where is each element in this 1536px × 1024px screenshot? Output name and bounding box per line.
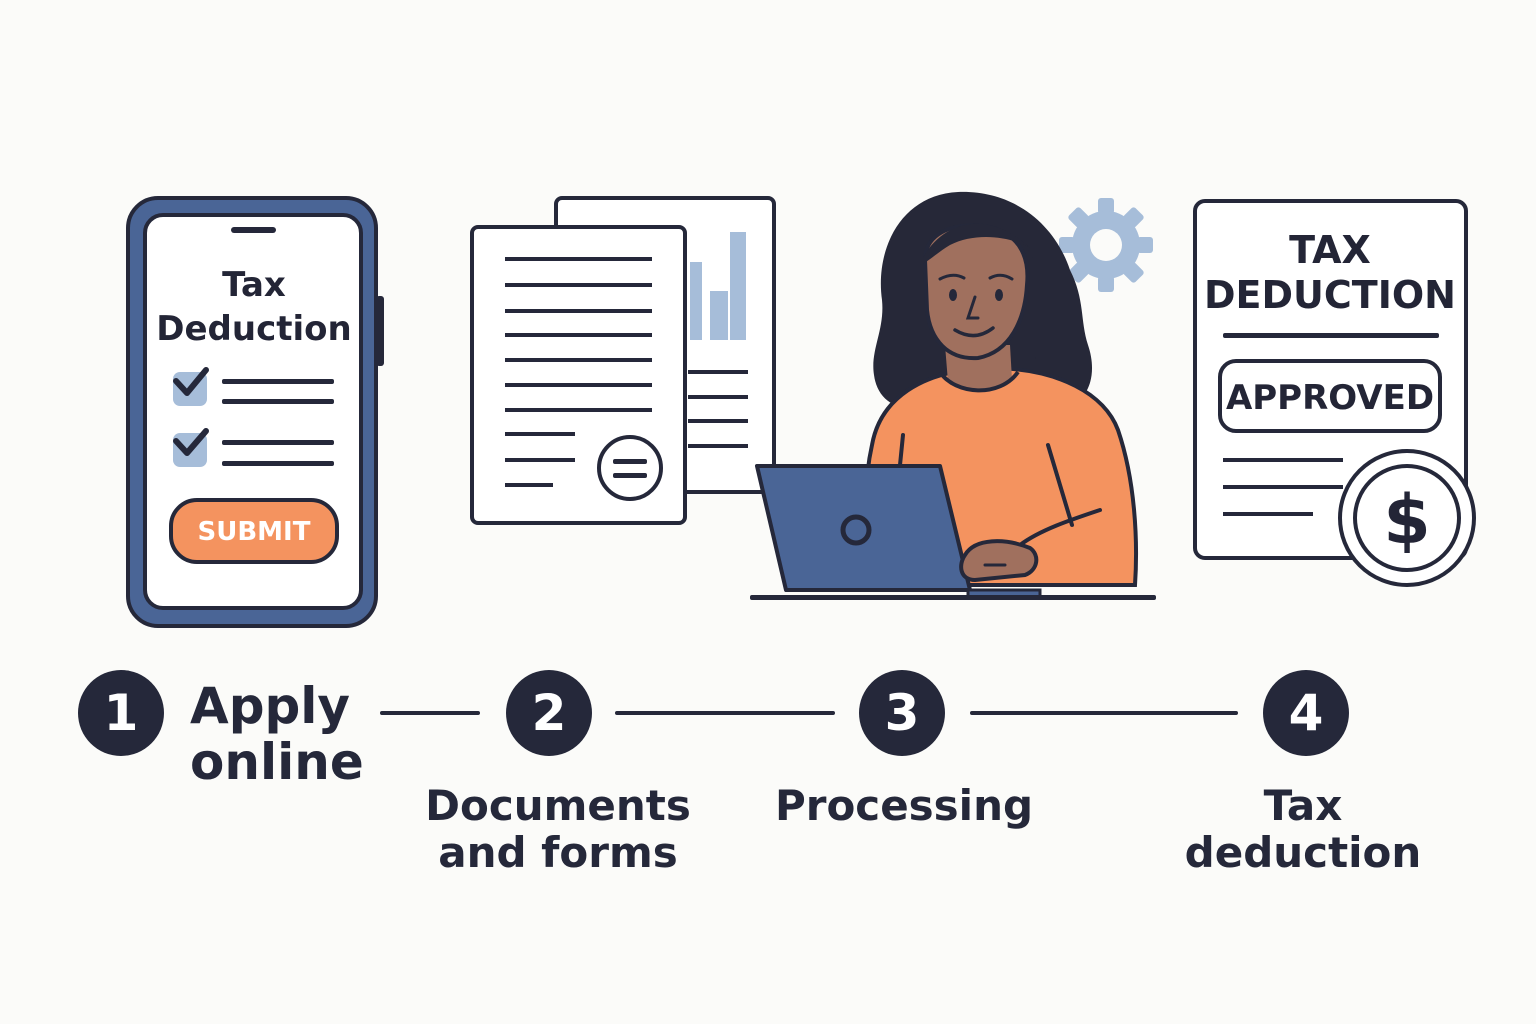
desk-line: [750, 595, 1156, 600]
connector-line-2: [615, 711, 835, 715]
checkbox-icon: [173, 367, 209, 406]
checkbox-icon: [173, 428, 209, 467]
step-3-number: 3: [859, 670, 945, 756]
certificate-title-line2: DEDUCTION: [1204, 273, 1456, 317]
step-2-label-line2: and forms: [438, 828, 678, 878]
phone-title-line2: Deduction: [156, 309, 351, 349]
document-icon: [470, 196, 776, 525]
connector-line-3: [970, 711, 1238, 715]
step-1-label-line2: online: [190, 733, 364, 791]
step-3-label-line1: Processing: [774, 781, 1034, 830]
equals-seal-icon: [597, 435, 663, 501]
approved-stamp: APPROVED: [1218, 359, 1442, 433]
step-2-label-line1: Documents: [425, 781, 691, 830]
step-4-label: Tax deduction: [1140, 782, 1466, 876]
step-4-label-line1: Tax deduction: [1184, 781, 1422, 878]
certificate-icon: TAX DEDUCTION APPROVED $: [1193, 199, 1476, 587]
step-3-label: Processing: [770, 782, 1038, 829]
dollar-coin-icon: $: [1338, 449, 1476, 587]
coin-symbol: $: [1383, 481, 1430, 560]
certificate-title-line1: TAX: [1289, 228, 1371, 272]
step-4-number: 4: [1263, 670, 1349, 756]
gear-icon: [1059, 198, 1153, 292]
step-1-label-line1: Apply: [190, 677, 351, 735]
step-2-number: 2: [506, 670, 592, 756]
connector-line-1: [380, 711, 480, 715]
submit-label: SUBMIT: [198, 517, 311, 547]
submit-button[interactable]: SUBMIT: [169, 498, 339, 564]
hands: [959, 539, 1039, 583]
approved-label: APPROVED: [1226, 378, 1434, 418]
step-2-label: Documents and forms: [410, 782, 706, 876]
phone-title-line1: Tax: [222, 265, 286, 305]
step-1-label: Apply online: [190, 678, 364, 790]
phone-icon: Tax Deduction SUBMIT: [126, 196, 384, 628]
bar-chart-icon: [690, 232, 746, 340]
step-1-number: 1: [78, 670, 164, 756]
